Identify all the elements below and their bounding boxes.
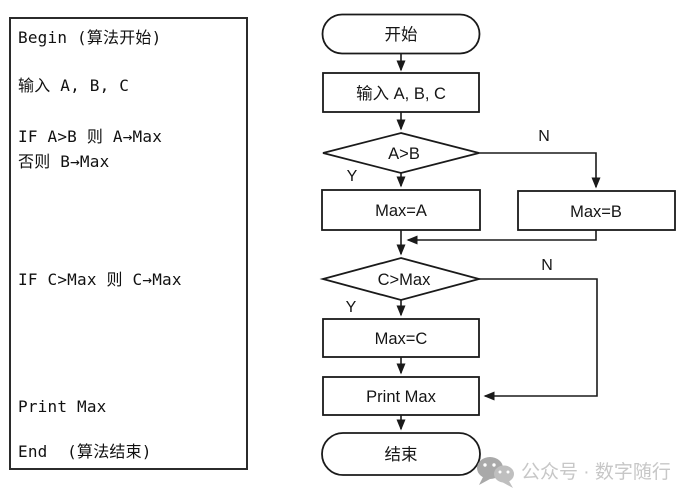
start-node-label: 开始	[385, 25, 418, 44]
max-b-label: Max=B	[570, 203, 622, 221]
decision1-yes-label: Y	[347, 168, 358, 185]
end-node	[321, 432, 481, 476]
pseudocode-line-print: Print Max	[18, 397, 107, 416]
decision2-no-label: N	[541, 257, 553, 274]
arrow-decision1-no	[479, 152, 601, 189]
pseudocode-line-input: 输入 A, B, C	[18, 76, 130, 95]
decision2-yes-label: Y	[346, 299, 357, 316]
start-node	[321, 13, 481, 55]
pseudocode-line-if-cmax: IF C>Max 则 C→Max	[18, 270, 182, 289]
pseudocode-line-end: End (算法结束)	[18, 442, 152, 461]
input-node-label: 输入 A, B, C	[356, 84, 446, 103]
wechat-icon	[477, 457, 514, 488]
pseudocode-line-if-ab: IF A>B 则 A→Max	[18, 127, 163, 146]
decision1-label: A>B	[388, 145, 420, 163]
pseudocode-panel: Begin (算法开始) 输入 A, B, C IF A>B 则 A→Max 否…	[9, 17, 248, 470]
watermark: 公众号 · 数字随行	[477, 457, 671, 488]
arrow-maxb-merge	[406, 230, 597, 245]
watermark-text: 公众号 · 数字随行	[521, 461, 671, 483]
pseudocode-line-else: 否则 B→Max	[18, 152, 110, 171]
decision1-no-label: N	[538, 128, 550, 145]
pseudocode-line-begin: Begin (算法开始)	[18, 28, 162, 47]
end-node-label: 结束	[385, 445, 418, 464]
print-max-label: Print Max	[366, 388, 436, 406]
max-c-label: Max=C	[375, 330, 428, 348]
max-a-label: Max=A	[375, 202, 427, 220]
decision2-label: C>Max	[378, 271, 431, 289]
arrow-decision2-no	[479, 278, 598, 401]
